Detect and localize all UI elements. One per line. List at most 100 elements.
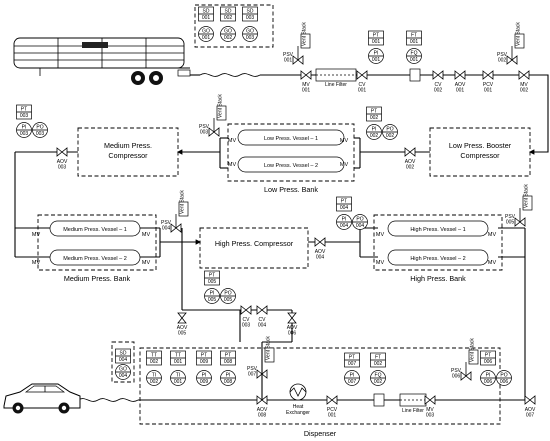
ti-001-num: 001 bbox=[174, 379, 183, 385]
sd-002-num: 002 bbox=[224, 15, 233, 21]
pt-008-tag: PT bbox=[225, 352, 231, 358]
pi-002-num: 002 bbox=[370, 133, 379, 139]
aov-008-tag: AOV bbox=[257, 407, 268, 413]
pt-009-tag: PT bbox=[201, 352, 207, 358]
labels: Medium Press. Compressor Low Press. Boos… bbox=[32, 82, 512, 438]
sd-004-num: 004 bbox=[119, 357, 128, 363]
aov-002-tag: AOV bbox=[405, 159, 416, 165]
po-002-tag: PO bbox=[386, 126, 393, 132]
cv-002-tag: CV bbox=[435, 82, 443, 88]
aov-007-tag: AOV bbox=[525, 407, 536, 413]
po-005-tag: PO bbox=[224, 290, 231, 296]
heat-exchanger-icon bbox=[289, 383, 307, 401]
low-vessel-2-label: Low Press. Vessel – 2 bbox=[264, 163, 318, 169]
medium-press-vessel-1 bbox=[49, 220, 141, 237]
pi-003-num: 003 bbox=[20, 131, 29, 137]
cv-001-tag: CV bbox=[359, 82, 367, 88]
pt-001-tag: PT bbox=[373, 32, 379, 38]
mv-003-num: 003 bbox=[426, 413, 435, 419]
pt-004-num: 004 bbox=[340, 205, 349, 211]
cv-003-num: 003 bbox=[242, 323, 251, 329]
sd-003-num: 003 bbox=[246, 15, 255, 21]
pt-008-num: 008 bbox=[224, 359, 233, 365]
po-004-tag: PO bbox=[356, 216, 363, 222]
aov-005-num: 005 bbox=[178, 331, 187, 337]
bank-mv-label-4: MV bbox=[32, 232, 41, 238]
go-003-num: 003 bbox=[246, 35, 255, 41]
pi-001-tag: PI bbox=[374, 50, 379, 56]
cv-002-num: 002 bbox=[434, 88, 443, 94]
ti-002-tag: TI bbox=[152, 372, 156, 378]
pi-009-tag: PI bbox=[202, 372, 207, 378]
mp-compressor-label-2: Compressor bbox=[108, 151, 148, 160]
aov-004-num: 004 bbox=[316, 255, 325, 261]
pi-001-num: 001 bbox=[372, 57, 381, 63]
tt-002-tag: TT bbox=[151, 352, 157, 358]
sd-001-tag: SD bbox=[203, 8, 210, 14]
aov-001-tag: AOV bbox=[455, 82, 466, 88]
po-004-num: 004 bbox=[356, 223, 365, 229]
bank-mv-label-6: MV bbox=[142, 232, 151, 238]
low-vessel-1-label: Low Press. Vessel – 1 bbox=[264, 136, 318, 142]
flow-element-002 bbox=[373, 393, 385, 407]
psv-005-num: 005 bbox=[506, 220, 515, 226]
high-vessel-2-label: High Press. Vessel – 2 bbox=[410, 256, 465, 262]
bank-mv-label-5: MV bbox=[32, 260, 41, 266]
medium-vessel-1-label: Medium Press. Vessel – 1 bbox=[63, 227, 127, 233]
fq-001-num: 001 bbox=[410, 57, 419, 63]
psv-004-vent-stack: Vent Stack bbox=[180, 190, 186, 214]
pcv-001b-tag: PCV bbox=[327, 407, 338, 413]
equipment-shapes bbox=[289, 68, 427, 407]
ft-002-tag: FT bbox=[375, 354, 381, 360]
tt-002-num: 002 bbox=[150, 359, 159, 365]
pi-005-num: 005 bbox=[208, 297, 217, 303]
po-006-tag: PO bbox=[500, 372, 507, 378]
go-004-tag: GO bbox=[119, 366, 127, 372]
psv-006-tag: PSV bbox=[451, 368, 462, 374]
po-005-num: 005 bbox=[224, 297, 233, 303]
pt-005-tag: PT bbox=[209, 272, 215, 278]
tt-001-tag: TT bbox=[175, 352, 181, 358]
aov-006-tag: AOV bbox=[287, 325, 298, 331]
low-press-vessel-2 bbox=[237, 156, 345, 173]
po-006-num: 006 bbox=[500, 379, 509, 385]
pi-006-tag: PI bbox=[486, 372, 491, 378]
go-002-num: 002 bbox=[224, 35, 233, 41]
psv-003-vent-stack: Vent Stack bbox=[218, 94, 224, 118]
bank-mv-label-11: MV bbox=[488, 260, 497, 266]
psv-004-tag: PSV bbox=[161, 220, 172, 226]
bank-mv-label-3: MV bbox=[340, 162, 349, 168]
medium-vessel-2-label: Medium Press. Vessel – 2 bbox=[63, 256, 127, 262]
go-001-num: 001 bbox=[202, 35, 211, 41]
tube-trailer bbox=[13, 37, 191, 85]
bank-mv-label-7: MV bbox=[142, 260, 151, 266]
ti-002-num: 002 bbox=[150, 379, 159, 385]
pt-002-tag: PT bbox=[371, 108, 377, 114]
hp-compressor-label: High Press. Compressor bbox=[215, 239, 294, 248]
